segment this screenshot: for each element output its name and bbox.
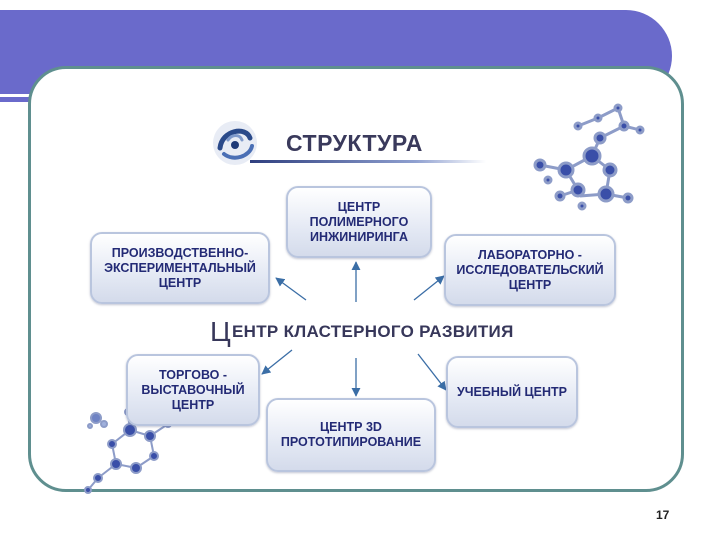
box-education: УЧЕБНЫЙ ЦЕНТР	[446, 356, 578, 428]
slide-title-group: СТРУКТУРА	[206, 114, 492, 174]
swirl-logo-icon	[213, 121, 257, 165]
center-label-rest: ЕНТР КЛАСТЕРНОГО РАЗВИТИЯ	[232, 322, 514, 341]
box-lab-research: ЛАБОРАТОРНО - ИССЛЕДОВАТЕЛЬСКИЙ ЦЕНТР	[444, 234, 616, 306]
box-production-experimental: ПРОИЗВОДСТВЕННО- ЭКСПЕРИМЕНТАЛЬНЫЙ ЦЕНТР	[90, 232, 270, 304]
page-number: 17	[656, 508, 670, 522]
slide-title: СТРУКТУРА	[286, 130, 423, 156]
box-polymer-engineering: ЦЕНТР ПОЛИМЕРНОГО ИНЖИНИРИНГА	[286, 186, 432, 258]
box-trade-exhibition: ТОРГОВО - ВЫСТАВОЧНЫЙ ЦЕНТР	[126, 354, 260, 426]
center-label-initial: Ц	[210, 316, 232, 347]
title-underline	[250, 160, 486, 163]
box-3d-prototyping: ЦЕНТР 3D ПРОТОТИПИРОВАНИЕ	[266, 398, 436, 472]
